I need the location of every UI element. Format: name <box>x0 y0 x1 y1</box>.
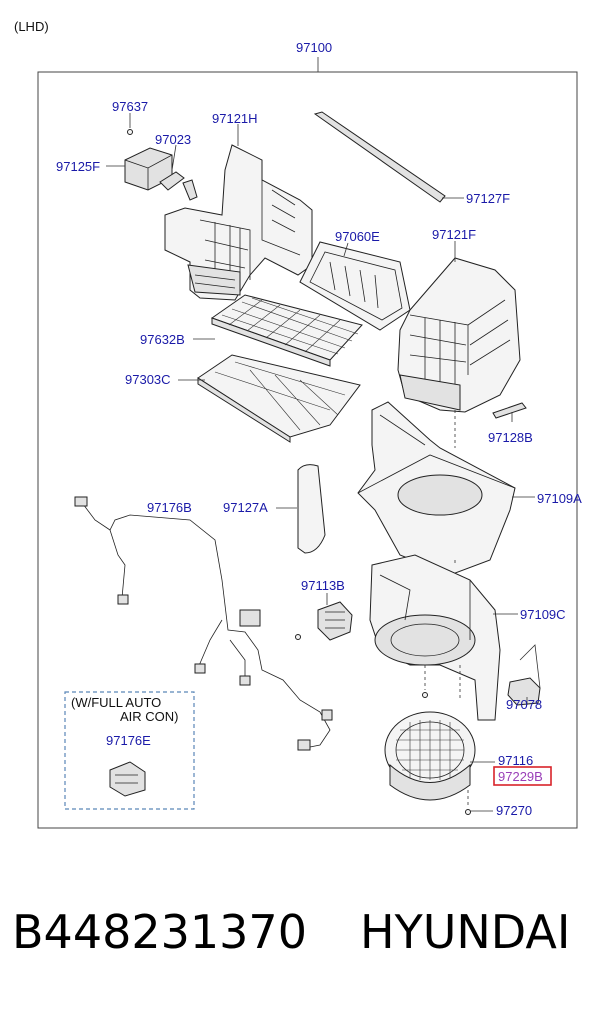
blower-motor-97116-drawing <box>384 711 476 808</box>
part-label-97078[interactable]: 97078 <box>506 697 542 712</box>
part-label-97176E[interactable]: 97176E <box>106 733 151 748</box>
part-label-97127F[interactable]: 97127F <box>466 191 510 206</box>
option-box <box>64 691 195 810</box>
part-label-97109A[interactable]: 97109A <box>537 491 582 506</box>
part-label-97121F[interactable]: 97121F <box>432 227 476 242</box>
part-label-97060E[interactable]: 97060E <box>335 229 380 244</box>
part-label-97113B[interactable]: 97113B <box>301 578 345 593</box>
lhd-note: (LHD) <box>14 19 49 34</box>
part-label-97632B[interactable]: 97632B <box>140 332 185 347</box>
footer-part-number: B448231370 <box>12 905 307 959</box>
option-box-line2: AIR CON) <box>120 709 179 724</box>
part-label-97128B[interactable]: 97128B <box>488 430 533 445</box>
resistor-97113B-drawing <box>317 601 353 641</box>
assembly-frame <box>37 71 578 829</box>
filter-cover-97060E-drawing <box>299 241 411 331</box>
resistor-97176E-drawing <box>109 761 146 797</box>
part-label-97637[interactable]: 97637 <box>112 99 148 114</box>
seal-97128B-drawing <box>492 402 527 419</box>
leader-lines <box>106 113 535 812</box>
part-label-97270[interactable]: 97270 <box>496 803 532 818</box>
option-box-line1: (W/FULL AUTO <box>71 695 161 710</box>
screw-97113B-drawing <box>295 634 301 640</box>
seal-97127A-drawing <box>297 464 326 554</box>
part-label-97023[interactable]: 97023 <box>155 132 191 147</box>
screw-housing-drawing <box>422 692 428 698</box>
part-label-97109C[interactable]: 97109C <box>520 607 566 622</box>
footer: B448231370 HYUNDAI <box>0 905 611 985</box>
screw-97637-drawing <box>127 129 133 135</box>
part-label-97125F[interactable]: 97125F <box>56 159 100 174</box>
part-label-97229B[interactable]: 97229B <box>498 769 543 784</box>
seal-strip-97127F-drawing <box>313 111 446 203</box>
part-label-97176B[interactable]: 97176B <box>147 500 192 515</box>
assembly-number-label[interactable]: 97100 <box>296 40 332 55</box>
part-label-97127A[interactable]: 97127A <box>223 500 268 515</box>
case-left-97121H-drawing <box>164 144 313 301</box>
filter-97632B-drawing <box>210 294 363 367</box>
part-label-97303C[interactable]: 97303C <box>125 372 171 387</box>
highlight-box <box>493 766 552 786</box>
wiring-harness-97176B-drawing <box>74 496 333 751</box>
part-label-97116[interactable]: 97116 <box>498 753 533 768</box>
lever-97023-drawing <box>159 171 198 201</box>
lower-housing-97109C-drawing <box>369 554 501 721</box>
relay-97078-drawing <box>507 644 541 706</box>
case-right-97121F-drawing <box>397 257 521 413</box>
screw-97270-drawing <box>465 809 471 815</box>
upper-housing-97109A-drawing <box>357 401 516 576</box>
part-label-97121H[interactable]: 97121H <box>212 111 258 126</box>
footer-brand: HYUNDAI <box>360 905 571 959</box>
filter-frame-97303C-drawing <box>197 354 361 443</box>
